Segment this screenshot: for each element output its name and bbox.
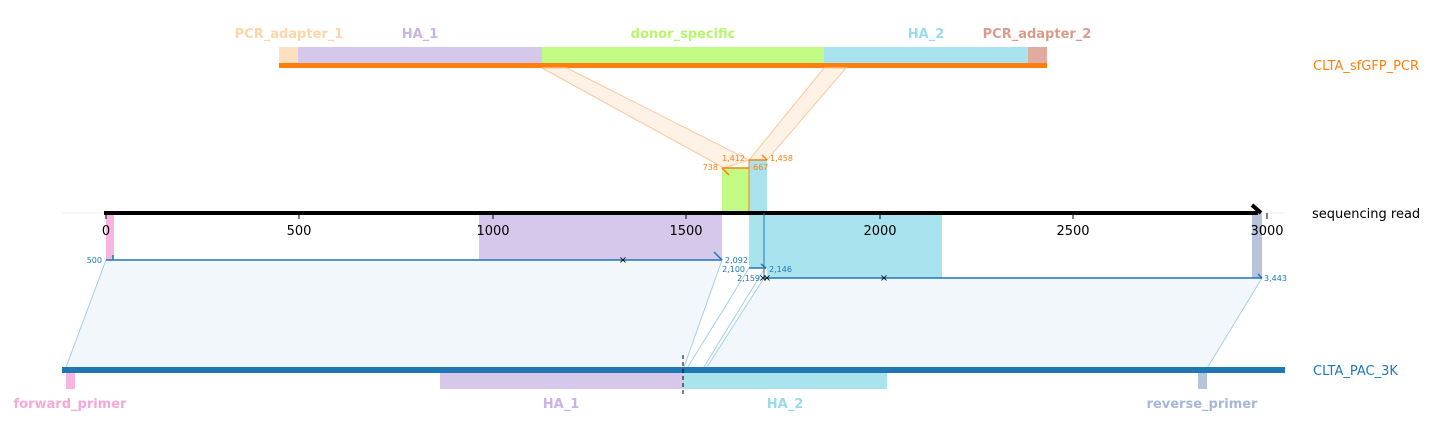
donor-label-667: 667	[753, 163, 768, 172]
bottom-label-reverse-primer: reverse_primer	[1147, 397, 1259, 412]
right-label-2159: 2,159	[737, 274, 760, 283]
mid-label-2146: 2,146	[769, 265, 792, 274]
mid-link-1	[685, 267, 750, 371]
right-alignment-arrow	[1257, 273, 1263, 279]
bottom-feature-ha-2	[684, 373, 887, 389]
right-mismatch-x-1: ×	[759, 273, 767, 284]
bottom-label-forward-primer: forward_primer	[14, 397, 128, 412]
read-name: sequencing read	[1312, 207, 1420, 222]
top-feature-donor-specific	[542, 47, 824, 63]
donor-arrow-right	[761, 154, 768, 161]
top-label-pcr-adapter-2: PCR_adapter_2	[983, 27, 1092, 42]
tick-label-0: 0	[102, 224, 110, 239]
bottom-label-ha-1: HA_1	[543, 397, 580, 412]
read-feature-forward-primer	[106, 213, 114, 260]
top-feature-pcr-adapter-1	[279, 47, 298, 63]
read-feature-ha-2-narrow	[749, 213, 767, 268]
top-feature-pcr-adapter-2	[1028, 47, 1047, 63]
read-axis: 0 500 1000 1500 2000 2500 3000	[62, 203, 1285, 239]
bottom-feature-reverse-primer	[1198, 373, 1207, 389]
tick-label-500: 500	[287, 224, 312, 239]
top-label-donor-specific: donor_specific	[631, 27, 736, 42]
top-label-pcr-adapter-1: PCR_adapter_1	[235, 27, 344, 42]
right-mismatch-x-3: ×	[880, 273, 888, 284]
left-mismatch-x: ×	[619, 255, 627, 266]
donor-label-1412: 1,412	[722, 154, 745, 163]
left-label-2092: 2,092	[725, 256, 748, 265]
bottom-label-ha-2: HA_2	[767, 397, 804, 412]
read-axis-arrowhead	[1250, 203, 1263, 215]
donor-label-738: 738	[703, 163, 718, 172]
top-feature-ha-1	[298, 47, 542, 63]
read-features	[106, 213, 1262, 278]
ha2-connection-shade	[747, 67, 848, 161]
bottom-reference	[62, 355, 1285, 395]
tick-label-3000: 3000	[1250, 224, 1283, 239]
bottom-feature-ha-1	[440, 373, 684, 389]
top-feature-ha-2	[824, 47, 1028, 63]
tick-label-2500: 2500	[1056, 224, 1089, 239]
left-label-500: 500	[87, 256, 102, 265]
right-label-3443: 3,443	[1264, 274, 1287, 283]
donor-arrow-left	[721, 167, 730, 176]
tick-label-2000: 2000	[863, 224, 896, 239]
mid-link-2	[701, 267, 766, 371]
bottom-alignments: × 500 2,092 2,100 2,146 × × × 2,159 3,44…	[87, 213, 1287, 284]
left-alignment-arrow	[713, 251, 723, 261]
top-reference	[279, 47, 1047, 68]
top-connection	[541, 67, 848, 169]
donor-label-1458: 1,458	[770, 154, 793, 163]
bottom-feature-forward-primer	[66, 373, 75, 389]
right-mismatch-x-2: ×	[763, 273, 771, 284]
top-reference-name: CLTA_sfGFP_PCR	[1313, 59, 1419, 74]
top-label-ha-2: HA_2	[908, 27, 945, 42]
donor-alignment: 738 1,412 1,458 667	[703, 154, 793, 213]
tick-label-1500: 1500	[669, 224, 702, 239]
read-feature-ha-2	[767, 213, 942, 278]
read-feature-ha-1	[479, 213, 722, 260]
tick-label-1000: 1000	[476, 224, 509, 239]
right-alignment-shade	[704, 277, 1263, 371]
donor-block-specific	[722, 168, 749, 213]
top-label-ha-1: HA_1	[402, 27, 439, 42]
bottom-reference-bar	[62, 367, 1285, 373]
bottom-reference-name: CLTA_PAC_3K	[1313, 364, 1398, 379]
top-reference-bar	[279, 63, 1047, 68]
donor-connection-shade	[541, 67, 751, 169]
donor-block-ha-2	[749, 160, 767, 213]
bottom-connection	[64, 259, 1263, 371]
read-feature-reverse-primer	[1252, 213, 1262, 278]
left-alignment-shade	[64, 259, 723, 371]
mid-label-2100: 2,100	[722, 265, 745, 274]
